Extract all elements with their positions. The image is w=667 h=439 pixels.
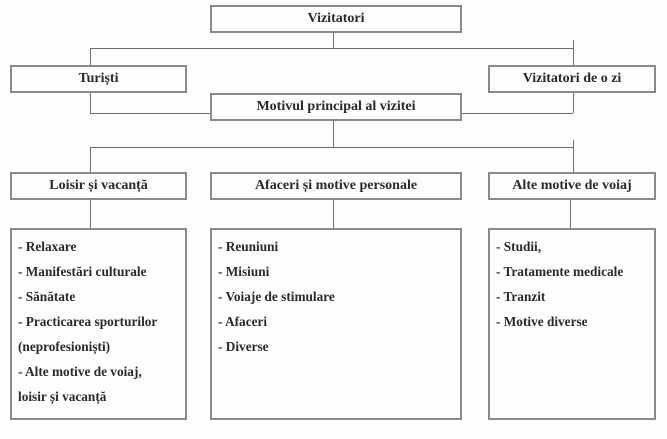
node-vizitatori: Vizitatori	[210, 5, 462, 33]
list-item: - Studii,	[496, 239, 542, 254]
list-item: - Diverse	[218, 339, 269, 354]
connector	[570, 200, 571, 240]
connector	[90, 48, 573, 49]
connector	[573, 40, 574, 65]
connector	[573, 140, 574, 172]
list-item: (neprofesioniști)	[18, 339, 111, 354]
list-item: - Practicarea sporturilor	[18, 314, 158, 329]
connector	[90, 93, 91, 113]
list-item: - Manifestări culturale	[18, 264, 147, 279]
node-motivul-principal: Motivul principal al vizitei	[210, 93, 462, 121]
list-item: - Alte motive de voiaj,	[18, 364, 142, 379]
node-loisir-vacanta: Loisir și vacanță	[10, 172, 187, 200]
connector	[90, 147, 573, 148]
connector	[90, 48, 91, 65]
list-loisir-vacanta: - Relaxare - Manifestări culturale - Săn…	[10, 228, 187, 420]
node-vizitatori-de-o-zi: Vizitatori de o zi	[488, 65, 656, 93]
list-item: - Motive diverse	[496, 314, 588, 329]
list-afaceri-motive-personale: - Reuniuni - Misiuni - Voiaje de stimula…	[210, 228, 462, 420]
connector	[462, 113, 573, 114]
list-item: - Afaceri	[218, 314, 268, 329]
list-item: loisir și vacanță	[18, 389, 107, 404]
connector	[573, 93, 574, 113]
list-item: - Tratamente medicale	[496, 264, 624, 279]
node-turisti: Turiști	[10, 65, 187, 93]
list-item: - Relaxare	[18, 239, 77, 254]
connector	[333, 32, 334, 48]
list-item: - Voiaje de stimulare	[218, 289, 335, 304]
connector	[90, 147, 91, 172]
connector	[90, 200, 91, 240]
connector	[90, 113, 210, 114]
connector	[333, 200, 334, 240]
node-alte-motive-voiaj: Alte motive de voiaj	[488, 172, 656, 200]
list-item: - Sănătate	[18, 289, 76, 304]
list-item: - Misiuni	[218, 264, 270, 279]
list-alte-motive-voiaj: - Studii, - Tratamente medicale - Tranzi…	[488, 228, 656, 420]
node-afaceri-motive-personale: Afaceri și motive personale	[210, 172, 462, 200]
list-item: - Tranzit	[496, 289, 546, 304]
connector	[333, 120, 334, 147]
list-item: - Reuniuni	[218, 239, 279, 254]
